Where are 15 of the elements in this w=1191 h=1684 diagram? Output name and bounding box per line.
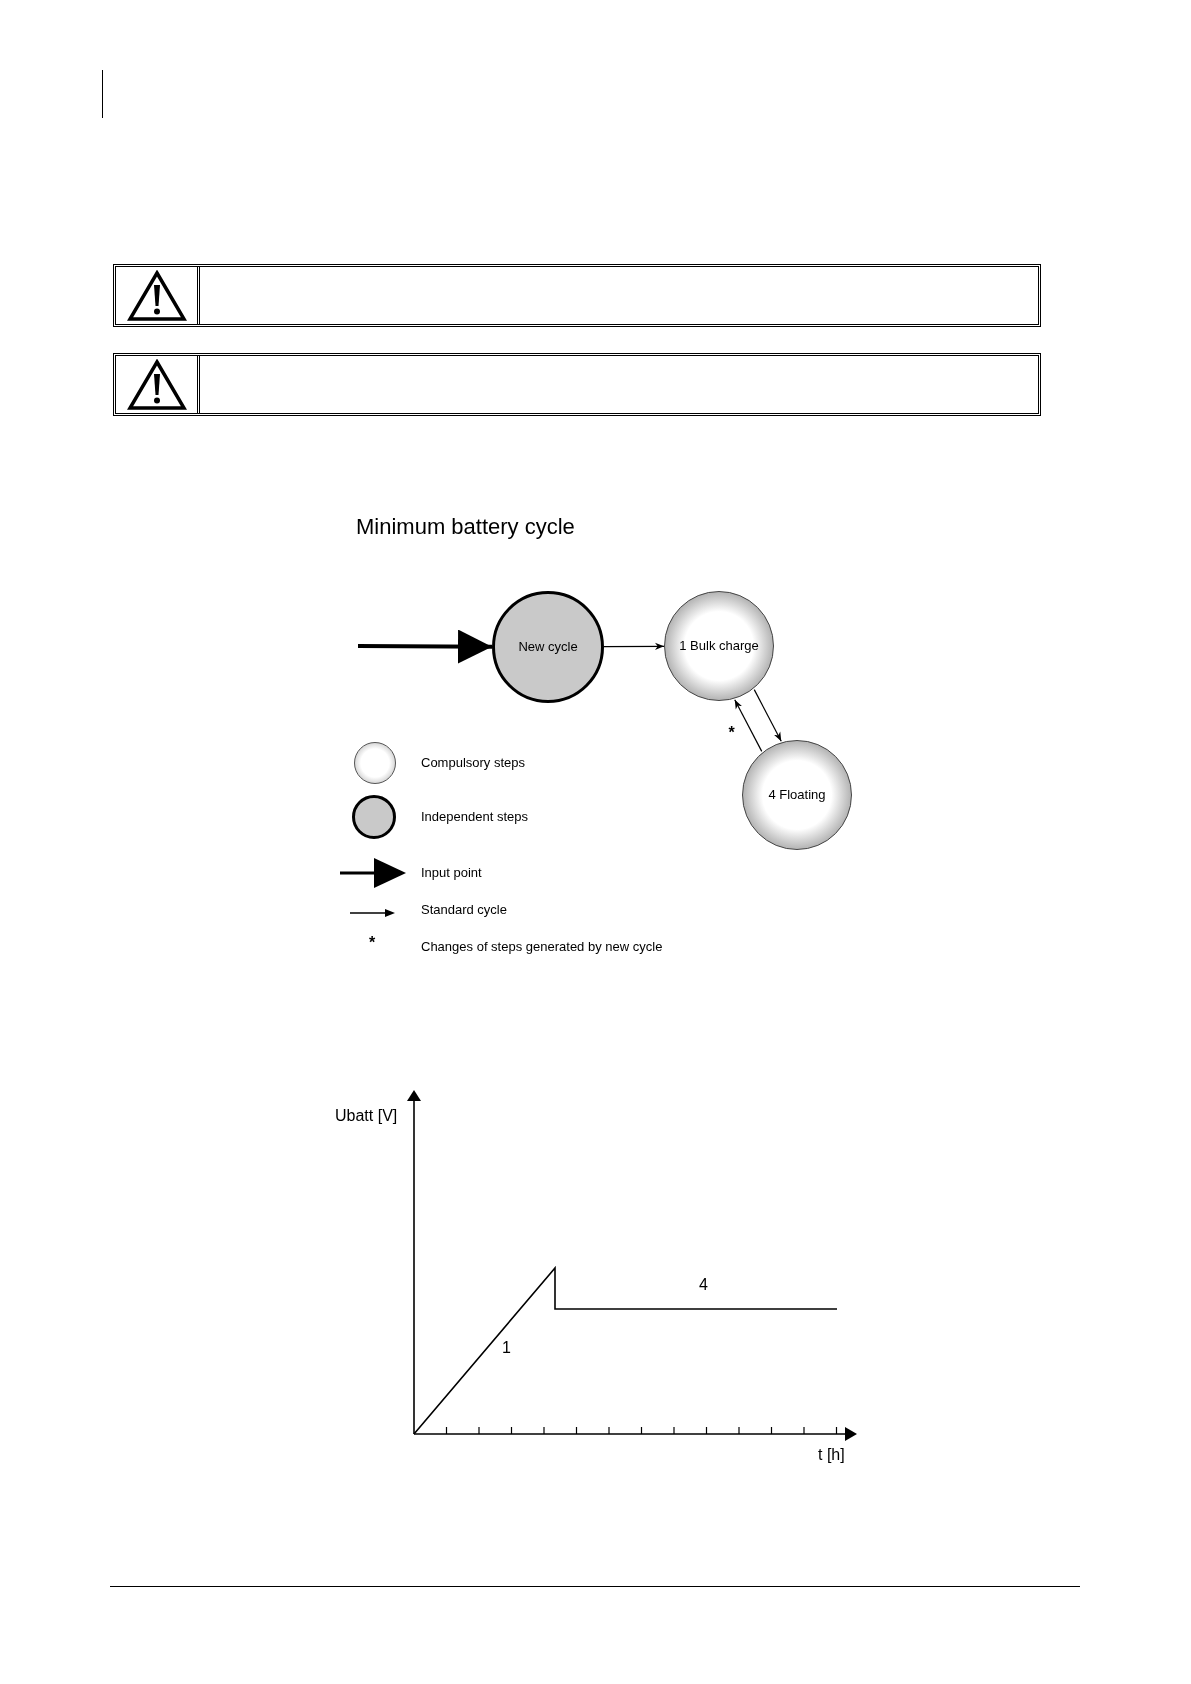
axis-label: Ubatt [V] (335, 1108, 398, 1124)
axis-label: t [h] (818, 1447, 845, 1463)
arrow (358, 629, 492, 664)
curve-label: 4 (699, 1277, 708, 1293)
arrow (734, 699, 763, 752)
legend-text: Compulsory steps (421, 756, 526, 769)
curve-label: 1 (502, 1340, 511, 1356)
diagram-title: Minimum battery cycle (356, 513, 575, 541)
arrow (753, 689, 782, 742)
arrow (603, 642, 665, 650)
legend-text: Independent steps (421, 810, 528, 823)
legend-asterisk: * (369, 935, 376, 951)
legend-text: Input point (421, 866, 482, 879)
legend-text: Changes of steps generated by new cycle (421, 940, 663, 953)
legend-text: Standard cycle (421, 903, 507, 916)
